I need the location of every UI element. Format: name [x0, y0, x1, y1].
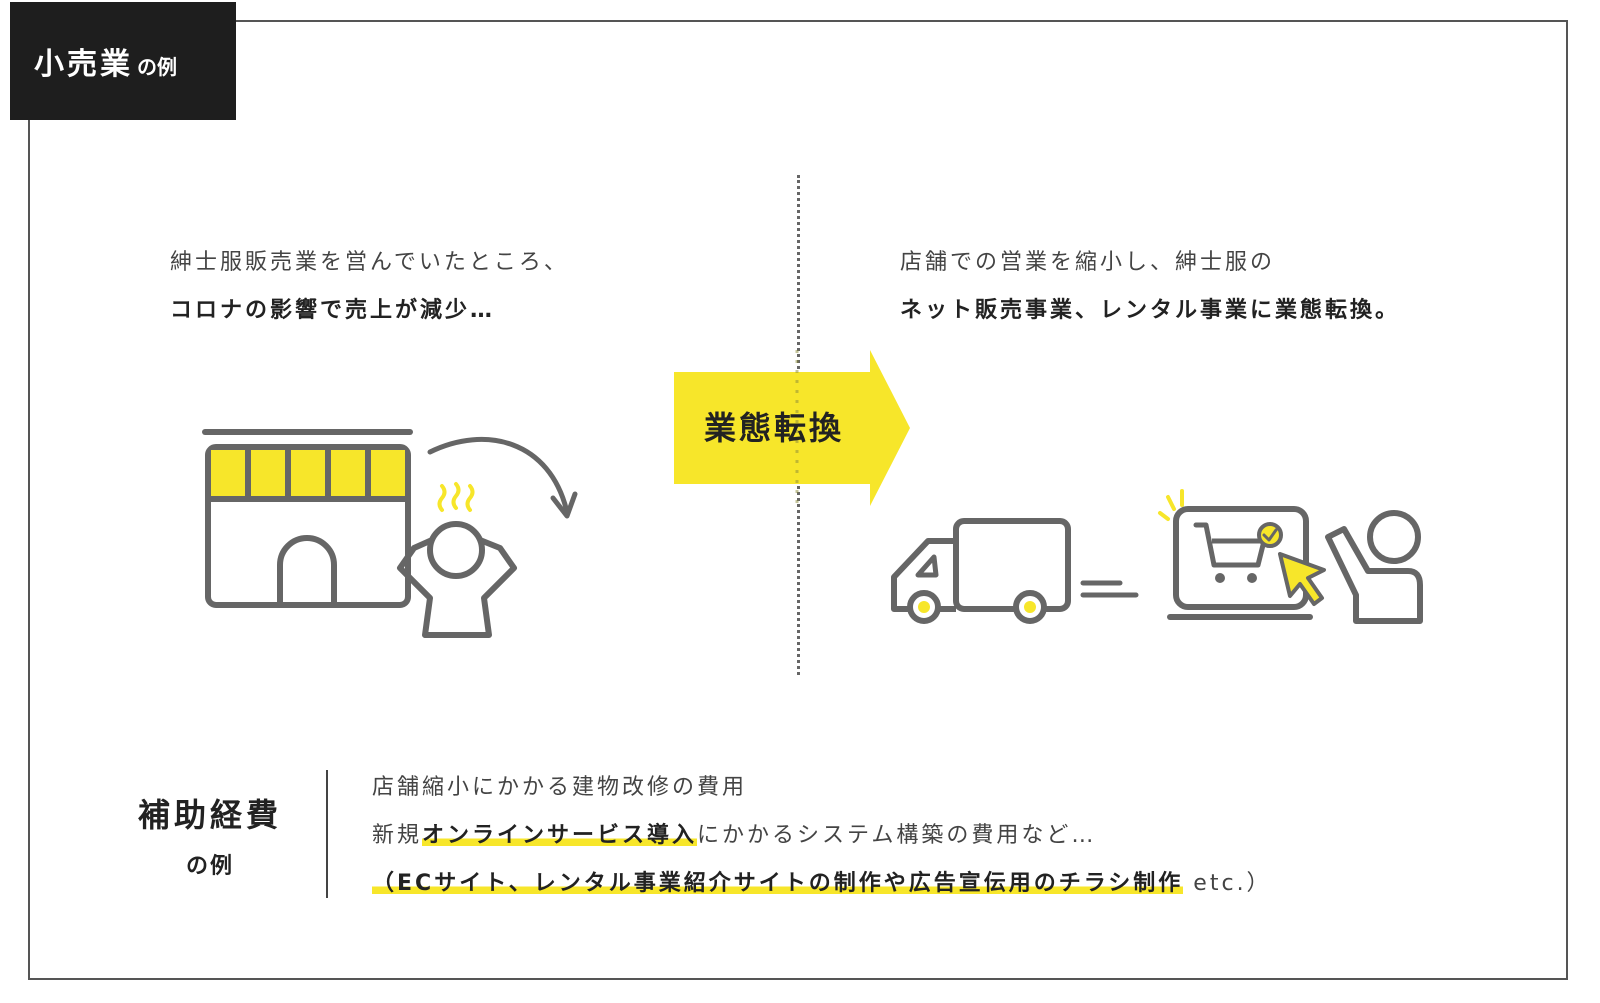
- curved-arrow-icon: [427, 437, 578, 519]
- before-line2: コロナの影響で売上が減少…: [170, 298, 496, 323]
- cost-line-3-open: （: [372, 871, 398, 896]
- cost-line-3-highlight: ECサイト、レンタル事業紹介サイトの制作や広告宣伝用のチラシ制作: [397, 871, 1184, 896]
- after-line2: ネット販売事業、レンタル事業に業態転換。: [900, 298, 1401, 323]
- worried-person-icon: [397, 482, 517, 638]
- transformation-arrow: [674, 350, 910, 506]
- cost-line-2-highlight: オンラインサービス導入: [422, 823, 698, 848]
- cost-subtitle: の例: [185, 854, 234, 879]
- after-line1: 店舗での営業を縮小し、紳士服の: [900, 250, 1276, 275]
- cursor-icon: [1278, 552, 1326, 606]
- raising-hand-person-icon: [1325, 510, 1423, 624]
- arrow-label: 業態転換: [703, 409, 844, 447]
- after-text: 店舗での営業を縮小し、紳士服の ネット販売事業、レンタル事業に業態転換。: [900, 244, 1400, 324]
- cost-line-2-post: にかかるシステム構築の費用など…: [697, 823, 1097, 848]
- cost-lines: 店舗縮小にかかる建物改修の費用 新規オンラインサービス導入にかかるシステム構築の…: [372, 768, 1272, 912]
- cost-line-3: （ECサイト、レンタル事業紹介サイトの制作や広告宣伝用のチラシ制作 etc.）: [372, 864, 1272, 912]
- cost-line-2: 新規オンラインサービス導入にかかるシステム構築の費用など…: [372, 816, 1272, 864]
- cost-title-block: 補助経費 の例: [120, 790, 300, 880]
- before-line1: 紳士服販売業を営んでいたところ、: [170, 250, 569, 275]
- laptop-cart-icon: [1158, 489, 1313, 620]
- before-text: 紳士服販売業を営んでいたところ、 コロナの影響で売上が減少…: [170, 244, 569, 324]
- example-frame: [28, 20, 1568, 980]
- store-icon: [202, 429, 413, 608]
- truck-icon: [891, 518, 1071, 624]
- cost-line-1: 店舗縮小にかかる建物改修の費用: [372, 775, 748, 800]
- title-tab: 小売業 の例: [10, 2, 236, 120]
- cost-divider: [326, 770, 328, 898]
- cost-line-3-post: etc.）: [1183, 871, 1272, 896]
- speed-lines: [1080, 580, 1139, 598]
- cost-title: 補助経費: [137, 796, 282, 834]
- title-main: 小売業: [34, 47, 133, 82]
- cost-line-2-pre: 新規: [372, 823, 423, 848]
- title-sub: の例: [137, 54, 177, 79]
